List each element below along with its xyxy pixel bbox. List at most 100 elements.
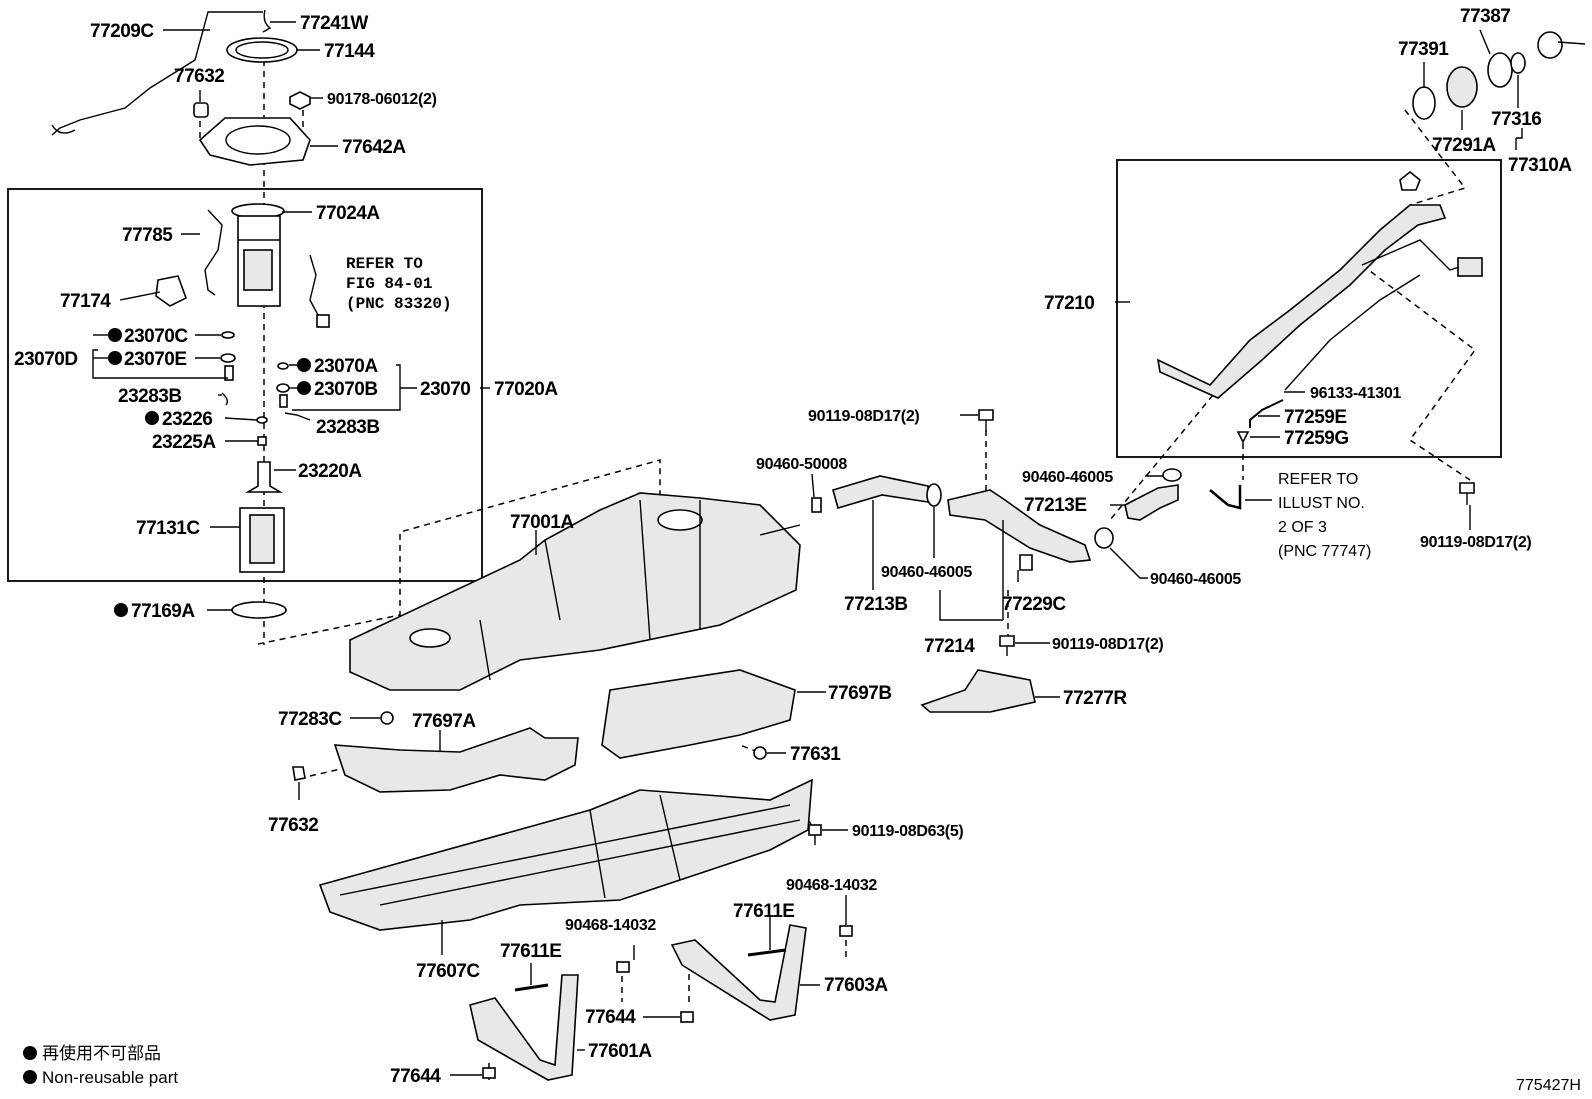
- gasket-77632-top: [193, 102, 209, 118]
- label-77024A: 77024A: [316, 203, 380, 224]
- label-77697A: 77697A: [412, 711, 476, 732]
- diagram-code: 775427H: [1516, 1077, 1581, 1094]
- label-77210: 77210: [1044, 293, 1094, 314]
- bolt-90119-08D17-top: [978, 409, 994, 432]
- strap-77603A: [670, 924, 807, 1021]
- refer-fig-line1: REFER TO: [346, 255, 423, 273]
- label-77603A: 77603A: [824, 975, 888, 996]
- label-90460-46005-left: 90460-46005: [881, 564, 972, 581]
- skid-plate-77607C: [318, 778, 813, 931]
- label-77631: 77631: [790, 744, 841, 765]
- label-77283C: 77283C: [278, 709, 342, 730]
- label-77209C: 77209C: [90, 21, 154, 42]
- clamp-90460-50008: [811, 497, 822, 513]
- legend-en: Non-reusable part: [42, 1068, 178, 1087]
- filler-pipe-assembly-box: [1116, 159, 1502, 458]
- refer-illust-line3: 2 OF 3: [1278, 519, 1327, 536]
- strap-77601A: [469, 974, 579, 1081]
- label-23070D: 23070D: [14, 349, 78, 370]
- label-90178-06012: 90178-06012(2): [327, 91, 437, 108]
- label-77001A: 77001A: [510, 512, 574, 533]
- label-77241W: 77241W: [300, 13, 368, 34]
- label-77601A: 77601A: [588, 1041, 652, 1062]
- ring-77387: [1487, 52, 1513, 88]
- bolts-77644: [482, 1011, 694, 1079]
- protector-77697A: [333, 727, 579, 793]
- seal-77316: [1510, 52, 1526, 74]
- bracket-77229C: [1019, 554, 1033, 571]
- label-77131C: 77131C: [136, 518, 200, 539]
- pipe-77214: [947, 489, 1092, 563]
- label-77391: 77391: [1398, 39, 1449, 60]
- label-77169A: 77169A: [131, 601, 195, 622]
- label-23070B: 23070B: [314, 379, 378, 400]
- fuel-pump-assembly-box: [7, 188, 483, 582]
- label-77644-middle: 77644: [585, 1007, 636, 1028]
- label-77213B: 77213B: [844, 594, 908, 615]
- label-77632-top: 77632: [174, 66, 224, 87]
- label-90119-08D17-mid: 90119-08D17(2): [1052, 636, 1163, 653]
- label-77144: 77144: [324, 41, 375, 62]
- fuel-pump-77024A: [231, 203, 285, 307]
- label-77611E-left: 77611E: [500, 941, 561, 962]
- label-23070A: 23070A: [314, 356, 378, 377]
- label-77611E-right: 77611E: [733, 901, 794, 922]
- hose-96133: [1209, 485, 1242, 510]
- leader-lines: [92, 21, 1523, 1076]
- label-90460-50008: 90460-50008: [756, 456, 847, 473]
- hose-77213B: [832, 475, 929, 509]
- label-90468-14032-right: 90468-14032: [786, 877, 877, 894]
- label-77291A: 77291A: [1432, 135, 1496, 156]
- sender-wire-77209C: [51, 11, 263, 136]
- refer-illust-line1: REFER TO: [1278, 471, 1358, 488]
- fuel-cap: [1537, 31, 1586, 59]
- nut-90178: [289, 91, 311, 110]
- fuel-tank-77001A: [349, 492, 801, 691]
- label-96133-41301: 96133-41301: [1310, 385, 1401, 402]
- hose-77213E: [1124, 484, 1179, 521]
- sender-gauge: [309, 254, 324, 321]
- pump-wire-77785: [204, 209, 223, 296]
- label-77214: 77214: [924, 636, 975, 657]
- clamp-90460-46005-lower: [1094, 527, 1114, 549]
- label-23283B-right: 23283B: [316, 417, 380, 438]
- label-77642A: 77642A: [342, 137, 406, 158]
- label-90468-14032-left: 90468-14032: [565, 917, 656, 934]
- label-77020A: 77020A: [494, 379, 558, 400]
- label-77310A: 77310A: [1508, 155, 1572, 176]
- label-77632-lower: 77632: [268, 815, 318, 836]
- clip-77174: [155, 275, 187, 307]
- non-reusable-dots: [23, 328, 311, 1084]
- rod-77611E-left: [514, 983, 549, 992]
- cap-77283C: [380, 711, 394, 725]
- nuts-90468-14032: [616, 925, 853, 973]
- legend-jp: 再使用不可部品: [42, 1043, 161, 1063]
- refer-fig-line2: FIG 84-01: [346, 275, 432, 293]
- part-number-labels: 77209C 77241W 77144 77632 90178-06012(2)…: [14, 6, 1573, 1087]
- label-77259E: 77259E: [1284, 407, 1347, 428]
- label-77785: 77785: [122, 225, 173, 246]
- fuel-filter-77131C: [239, 507, 285, 573]
- gasket-77632-lower: [292, 766, 306, 781]
- rod-77611E-right: [747, 948, 787, 957]
- label-90460-46005-lower: 90460-46005: [1150, 571, 1241, 588]
- label-23226: 23226: [162, 409, 212, 430]
- hose-77259E: [1249, 399, 1284, 428]
- label-90460-46005-upper: 90460-46005: [1022, 469, 1113, 486]
- label-77697B: 77697B: [828, 683, 892, 704]
- label-23225A: 23225A: [152, 432, 216, 453]
- bolt-90119-08D63: [808, 824, 822, 845]
- legend: 再使用不可部品 Non-reusable part: [42, 1043, 178, 1087]
- refer-illust-line4: (PNC 77747): [1278, 543, 1371, 560]
- label-77277R: 77277R: [1063, 688, 1127, 709]
- protector-77697B: [601, 669, 796, 759]
- filter-holder-23220A: [245, 461, 283, 493]
- clamp-90460-46005-left: [926, 483, 942, 507]
- filler-pipe-77210: [1156, 170, 1483, 399]
- bolt-90119-08D17-mid: [999, 635, 1015, 656]
- label-77607C: 77607C: [416, 961, 480, 982]
- label-77644-bottom: 77644: [390, 1066, 441, 1087]
- label-23070E: 23070E: [124, 349, 187, 370]
- clip-77259G: [1236, 431, 1250, 444]
